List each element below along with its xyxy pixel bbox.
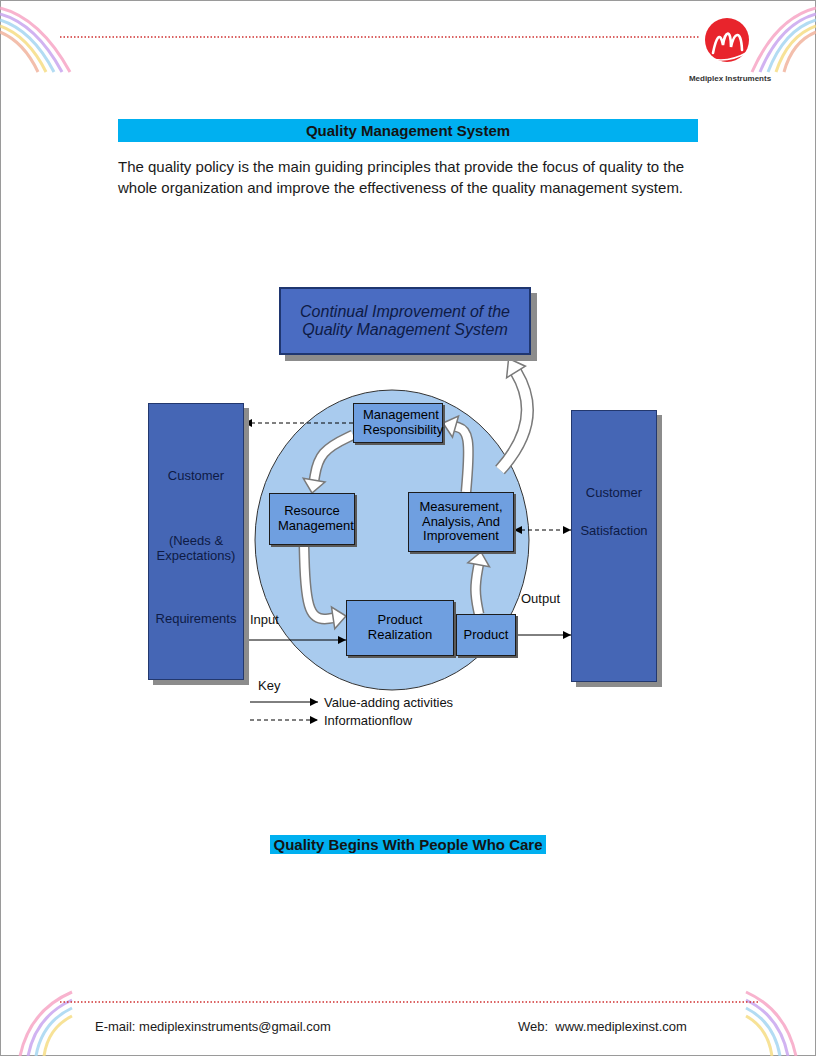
legend-item: Informationflow — [250, 711, 453, 729]
customer-box: Customer (Needs & Expectations) Requiremen… — [148, 403, 244, 680]
arrow-body — [314, 435, 353, 480]
arrow-body — [456, 427, 469, 492]
node-text: Product Realization — [351, 613, 449, 643]
company-name: Mediplex Instruments — [689, 74, 771, 83]
improvement-arrow — [500, 359, 527, 471]
caption-row: Quality Begins With People Who Care — [0, 835, 816, 854]
node-text: Product — [464, 628, 509, 643]
arrow-body — [476, 565, 479, 614]
process-box: Management Responsibility — [353, 403, 443, 443]
footer-web: Web: www.mediplexinst.com — [518, 1019, 687, 1034]
node-text: Requirements — [152, 612, 240, 627]
arrow-head — [468, 552, 490, 567]
flow-arrow — [516, 635, 571, 636]
edge-label: Output — [521, 591, 560, 606]
legend-sample — [250, 715, 320, 725]
arrow-head — [332, 607, 346, 629]
process-box: Product Realization — [346, 600, 454, 656]
footer-rule — [60, 1001, 760, 1003]
node-text: Customer — [152, 469, 240, 484]
node-text: (Needs & Expectations) — [152, 534, 240, 564]
node-text: Customer — [575, 486, 653, 501]
cycle-arrow — [303, 435, 353, 493]
header-rule — [60, 36, 700, 38]
arrow-head — [443, 416, 459, 437]
arrow-body — [304, 545, 333, 619]
process-box: Measurement, Analysis, And Improvement — [408, 492, 514, 552]
node-text: Resource Management — [278, 504, 346, 534]
connector-line — [516, 635, 571, 636]
node-text: Continual Improvement of the Quality Man… — [290, 303, 520, 340]
legend-sample — [250, 697, 320, 707]
node-text: Measurement, Analysis, And Improvement — [413, 500, 509, 545]
logo-mark — [705, 18, 749, 62]
arrow-outline — [304, 545, 333, 619]
flow-arrow — [244, 423, 353, 424]
legend-text: Informationflow — [324, 713, 412, 728]
legend-line — [250, 720, 318, 721]
process-box: Resource Management — [269, 493, 355, 545]
arrow-outline — [456, 427, 469, 492]
legend-heading: Key — [258, 678, 280, 693]
legend-line — [250, 702, 318, 703]
intro-paragraph: The quality policy is the main guiding p… — [118, 156, 708, 198]
title-bar: Quality Management System — [118, 119, 698, 142]
legend-item: Value-adding activities — [250, 693, 453, 711]
arrow-head — [303, 478, 325, 493]
page-title: Quality Management System — [306, 122, 510, 139]
edge-label: Input — [250, 612, 279, 627]
legend: Value-adding activitiesInformationflow — [250, 693, 453, 729]
process-circle — [255, 390, 529, 690]
arrow-outline — [476, 565, 479, 614]
legend-text: Value-adding activities — [324, 695, 453, 710]
caption: Quality Begins With People Who Care — [270, 835, 545, 854]
cycle-arrow — [468, 552, 490, 614]
cycle-arrow — [304, 545, 346, 629]
connector-line — [244, 423, 353, 424]
connector-line — [244, 640, 346, 641]
product-box: Product — [456, 614, 516, 656]
customer-box: CustomerSatisfaction — [571, 410, 657, 682]
improvement-box: Continual Improvement of the Quality Man… — [279, 287, 531, 355]
node-text: Satisfaction — [575, 524, 653, 539]
footer-email: E-mail: mediplexinstruments@gmail.com — [95, 1019, 331, 1034]
arrow-outline — [314, 435, 353, 480]
rainbow-swoosh — [0, 8, 816, 1056]
node-text: Management Responsibility — [363, 408, 433, 438]
cycle-arrow — [443, 416, 468, 492]
flow-arrow — [514, 530, 571, 531]
flow-arrow — [244, 640, 346, 641]
connector-line — [514, 530, 571, 531]
